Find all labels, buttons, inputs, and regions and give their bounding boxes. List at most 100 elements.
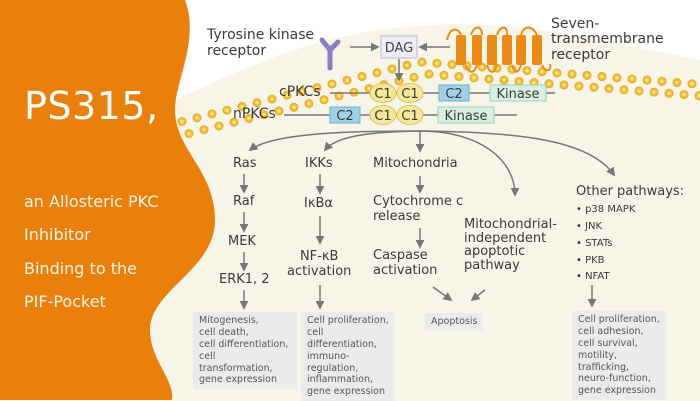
svg-text:C1: C1 [401, 87, 418, 102]
lipid-head [327, 79, 337, 89]
subtitle-line-3: Binding to the [24, 259, 137, 278]
lipid-head [274, 106, 284, 116]
arrow-to-mito-independent [419, 130, 520, 197]
svg-text:C1: C1 [374, 109, 391, 124]
lipid-head [297, 87, 307, 96]
lipid-head [612, 73, 622, 83]
lipid-head [237, 102, 247, 111]
lipid-head [522, 66, 532, 76]
lipid-head [469, 73, 479, 83]
lipid-head [499, 75, 509, 85]
svg-text:Kinase: Kinase [496, 87, 539, 102]
subtitle-line-4: PIF-Pocket [24, 292, 106, 311]
lipid-head [357, 72, 367, 81]
lipid-head [417, 57, 427, 67]
svg-text:C1: C1 [401, 109, 418, 124]
helix [516, 35, 526, 65]
title-heading: PS315, [24, 84, 159, 128]
lipid-head [552, 68, 562, 78]
lipid-head [559, 80, 569, 90]
extracellular-space [175, 0, 700, 100]
other-item-jnk: • JNK [576, 221, 603, 232]
lipid-head [267, 94, 277, 104]
lipid-head [567, 69, 577, 79]
lipid-head [432, 58, 442, 68]
title-panel [0, 0, 215, 400]
tyrosine-kinase-receptor-icon [319, 37, 341, 71]
ikba-label: IκBα [304, 196, 333, 211]
lipid-head [177, 117, 187, 126]
pathway-arrows [239, 174, 597, 310]
dag-box [380, 35, 418, 59]
erk-outcome-box: Mitogenesis,cell death,cell differentiat… [193, 312, 297, 390]
lipid-head [672, 78, 682, 88]
other-item-stats: • STATs [576, 238, 613, 249]
svg-text:C2: C2 [336, 109, 353, 124]
svg-text:C2: C2 [445, 87, 462, 102]
nfkb-outcome-box: Cell proliferation,cell differentiation,… [301, 312, 395, 401]
lipid-head [597, 72, 607, 82]
lipid-head [694, 91, 700, 101]
subtitle-line-2: Inhibitor [24, 225, 91, 244]
arrow-to-other [419, 130, 616, 177]
other-item-pkb: • PKB [576, 255, 605, 266]
lipid-head [514, 76, 524, 86]
helix [456, 35, 466, 65]
svg-text:C1: C1 [374, 87, 391, 102]
lipid-head [619, 85, 629, 95]
lipid-head [289, 102, 299, 112]
ras-label: Ras [233, 156, 257, 171]
lipid-head [642, 75, 652, 85]
lipid-head [657, 76, 667, 86]
lipid-head [372, 68, 382, 78]
dag-label: DAG [385, 41, 414, 56]
npkc-domain-kinase: Kinase [437, 106, 495, 124]
lipid-head [439, 70, 449, 80]
branch-arrows [248, 130, 616, 197]
lipid-head [649, 87, 659, 97]
lipid-head [679, 90, 689, 100]
lipid-head [319, 95, 329, 105]
lipid-head [454, 72, 464, 82]
lipid-head [207, 109, 217, 119]
lipid-head [214, 121, 224, 131]
arrow-to-ras [248, 130, 421, 152]
lipid-head [192, 113, 202, 123]
lipid-head [589, 82, 599, 92]
lipid-head [334, 91, 344, 101]
seven-transmembrane-receptor-icon [446, 26, 552, 73]
lipid-head [424, 69, 434, 79]
lipid-head [409, 72, 419, 82]
other-item-p38: • p38 MAPK [576, 204, 636, 215]
npkc-domain-c2: C2 [329, 106, 361, 124]
apoptosis-box: Apoptosis [425, 313, 484, 331]
pathway-arrow [470, 289, 486, 302]
mek-label: MEK [228, 234, 256, 249]
lipid-head [664, 88, 674, 98]
lipid-head [544, 79, 554, 89]
ikks-label: IKKs [305, 156, 333, 171]
lipid-head [387, 64, 397, 74]
lipid-head [312, 83, 322, 93]
lipid-head [259, 110, 269, 120]
mitochondria-label: Mitochondria [373, 156, 458, 171]
erk-label: ERK1, 2 [219, 272, 270, 287]
cpkc-label: cPKCs [279, 84, 321, 100]
loops-bottom [465, 63, 552, 73]
helix [472, 35, 482, 65]
lipid-head [484, 74, 494, 84]
pathway-arrow [432, 286, 453, 302]
lipid-head [582, 70, 592, 80]
npkc-domain-c1: C1 [396, 105, 424, 125]
lipid-head [244, 114, 254, 123]
lipid-head [222, 105, 232, 115]
svg-text:Kinase: Kinase [444, 109, 487, 124]
lipid-head [447, 60, 457, 70]
lipid-head [342, 75, 352, 85]
lipid-head [507, 64, 517, 74]
npkc-label: nPKCs [233, 106, 276, 122]
cpkc-domain-c2: C2 [438, 84, 470, 102]
